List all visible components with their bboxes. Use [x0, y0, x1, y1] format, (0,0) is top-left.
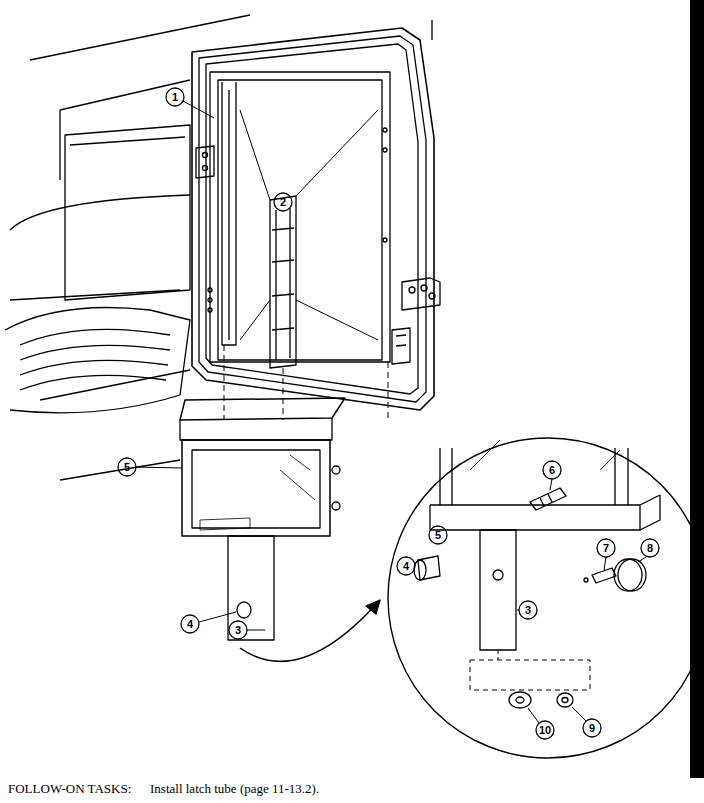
callout-number: 1 — [172, 92, 178, 103]
callout-number: 5 — [435, 530, 441, 541]
callout-number: 3 — [235, 625, 241, 636]
follow-on-note: FOLLOW-ON TASKS: — [8, 782, 131, 795]
callout-number: 7 — [603, 543, 609, 554]
callout-number: 4 — [403, 561, 409, 572]
follow-on-note: Install latch tube (page 11-13.2). — [150, 782, 319, 795]
callout-number: 8 — [647, 543, 653, 554]
callout-number: 4 — [187, 619, 193, 630]
callout-number: 2 — [280, 197, 286, 208]
callout-number: 9 — [589, 723, 595, 734]
callout-number: 3 — [525, 605, 531, 616]
callout-number: 10 — [539, 725, 551, 736]
callout-number: 6 — [549, 465, 555, 476]
callout-number: 5 — [124, 462, 130, 473]
